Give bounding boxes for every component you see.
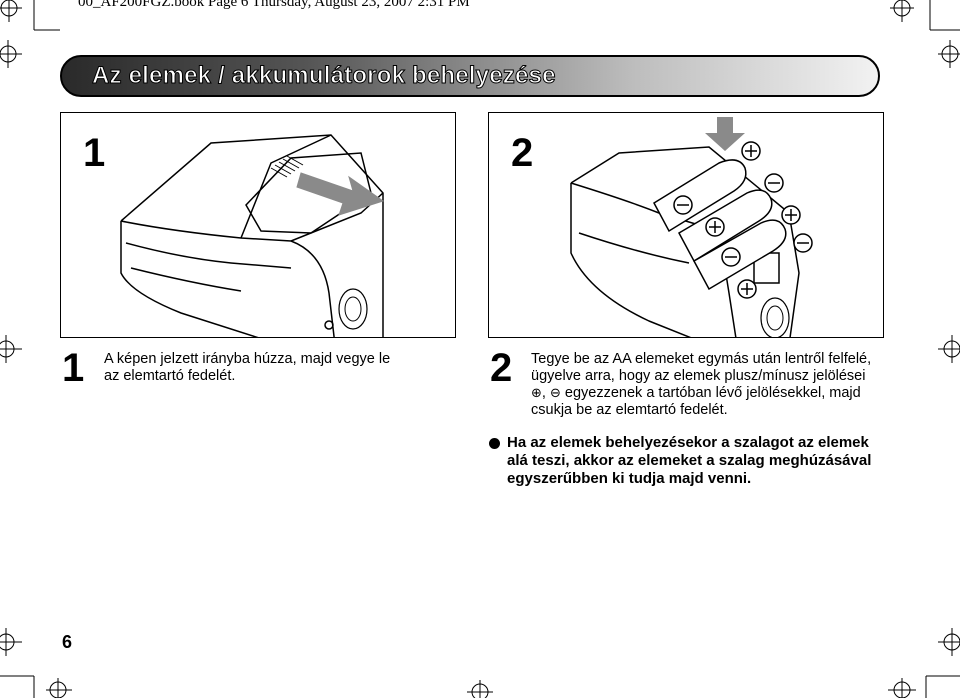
minus-polarity-symbol: ⊖: [549, 386, 561, 401]
step-1-number: 1: [62, 346, 85, 390]
section-title: Az elemek / akkumulátorok behelyezése: [92, 62, 556, 90]
battery-insertion-illustration: [570, 117, 813, 337]
crop-mark-bottom-right: [880, 668, 960, 698]
crop-mark-top-right: [890, 0, 960, 40]
section-title-banner: Az elemek / akkumulátorok behelyezése: [60, 55, 880, 97]
figure-2-number: 2: [511, 131, 534, 175]
reg-mark-right-lower: [936, 628, 960, 658]
polarity-marks: [673, 141, 813, 299]
step-1-text: A képen jelzett irányba húzza, majd vegy…: [104, 351, 391, 384]
figure-2: 2: [488, 112, 884, 338]
reg-mark-bottom-center: [465, 680, 495, 698]
print-header: 00_AF200FGZ.book Page 6 Thursday, August…: [78, 0, 470, 10]
reg-mark-left-middle: [0, 335, 24, 365]
note-text: Ha az elemek behelyezésekor a szalagot a…: [507, 434, 872, 487]
crop-mark-top-left: [0, 0, 60, 40]
step-2-number: 2: [490, 346, 513, 390]
reg-mark-left-upper: [0, 40, 24, 70]
figure-1-number: 1: [83, 131, 106, 175]
reg-mark-right-upper: [936, 40, 960, 70]
page-number: 6: [62, 632, 73, 652]
down-arrow-icon: [705, 117, 745, 151]
pull-arrow-icon: [296, 172, 385, 216]
figure-1: 1: [60, 112, 456, 338]
step-2-text: Tegye be az AA elemeket egymás után lent…: [531, 351, 872, 418]
crop-mark-bottom-left: [0, 668, 80, 698]
plus-polarity-symbol: ⊕: [531, 386, 542, 401]
reg-mark-left-lower: [0, 628, 24, 658]
flash-cover-removal-illustration: [120, 134, 385, 337]
reg-mark-right-middle: [936, 335, 960, 365]
bullet-icon: [489, 438, 500, 449]
